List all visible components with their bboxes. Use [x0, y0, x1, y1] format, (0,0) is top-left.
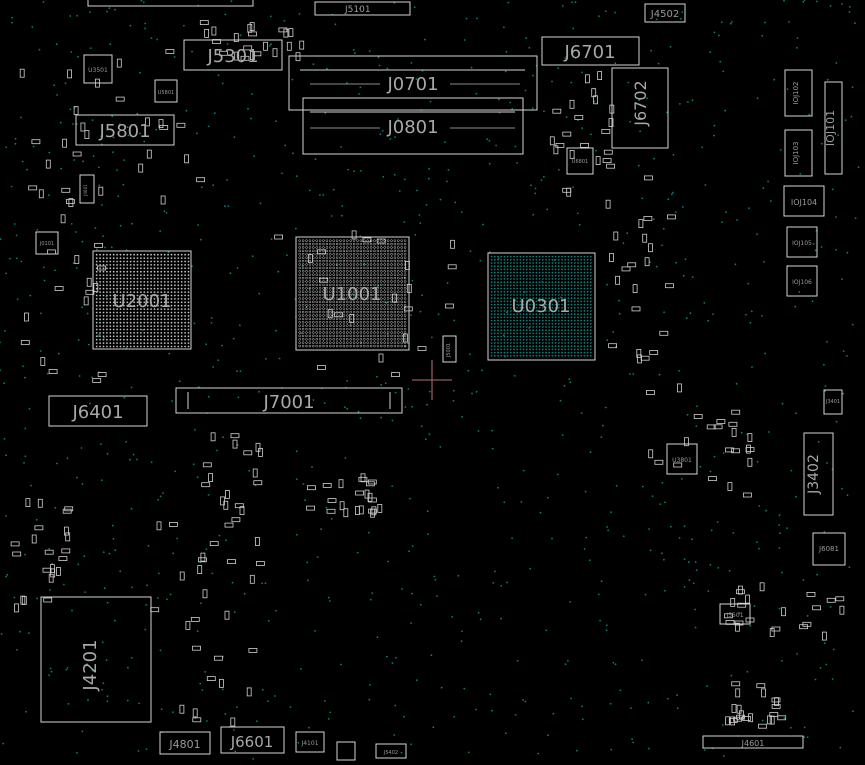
- u2001-label: U2001: [113, 291, 172, 312]
- j4801-label: J4801: [168, 738, 200, 751]
- connector-j4502: [644, 3, 686, 23]
- connector-ioj103: [784, 129, 813, 177]
- chip-u2001: [92, 250, 192, 350]
- connector-j6702: [611, 67, 669, 149]
- connector-ioj106: [786, 265, 818, 297]
- j5301-label: J5301: [206, 46, 258, 67]
- bga-grid-u1001: [298, 239, 407, 348]
- chip-u5801: [154, 79, 178, 103]
- j5402-label: J5402: [383, 750, 398, 756]
- ioj106-label: IOJ106: [792, 279, 812, 286]
- u5801-label: U5801: [158, 90, 174, 96]
- connector-j3401: [823, 389, 843, 415]
- j6081-label: J6081: [818, 545, 839, 553]
- j3501-label: J3501: [725, 612, 743, 619]
- connector-j4101: [295, 731, 325, 753]
- connector-j3501: [719, 603, 751, 625]
- u3501-label: U3501: [88, 67, 108, 74]
- connector-j5301: [183, 39, 283, 71]
- connector-j4201: [40, 596, 152, 723]
- chip-u0301: [487, 252, 596, 361]
- ioj102-label: IOJ102: [792, 82, 800, 105]
- connector-j5801: [75, 114, 175, 146]
- connector-j0801: [302, 97, 524, 155]
- connector-ioj101: [824, 81, 843, 175]
- j0801-label: J0801: [386, 117, 438, 138]
- j6601-label: J6601: [230, 733, 274, 751]
- connector-j4601: [702, 735, 804, 749]
- j4201-label: J4201: [80, 639, 101, 691]
- j4101-label: J4101: [300, 740, 318, 747]
- cursor-crosshair: [412, 360, 452, 400]
- u3801-label: U3801: [672, 457, 692, 464]
- j0101-label: J0101: [39, 241, 54, 247]
- top-edge-connector-left: [87, 0, 254, 7]
- j4601-label: J4601: [741, 739, 765, 748]
- pad-square-bottom: [336, 741, 356, 761]
- connector-j6081: [812, 532, 846, 566]
- connector-j6601: [220, 726, 285, 754]
- chip-u6801: [566, 147, 594, 175]
- top-edge-connector-center: [314, 1, 411, 16]
- j6702-label: J6702: [631, 80, 650, 126]
- connector-j3402: [803, 432, 834, 516]
- j3401-label: J3401: [825, 399, 840, 405]
- connector-j4801: [159, 731, 211, 755]
- ioj103-label: IOJ103: [792, 142, 800, 165]
- connector-j5001: [442, 335, 457, 363]
- j4502-label: J4502: [650, 9, 679, 20]
- connector-ioj104: [783, 185, 825, 217]
- ioj101-label: IOJ101: [824, 110, 837, 146]
- connector-j7001: [175, 387, 403, 414]
- j5001-label: J5001: [446, 343, 452, 358]
- j3402-label: J3402: [806, 454, 822, 495]
- chip-u3801: [666, 443, 698, 475]
- j0601-label: J0601: [83, 184, 88, 197]
- pad-field: [10, 20, 845, 729]
- j5101-label: J5101: [344, 5, 371, 15]
- chip-j0101: [35, 231, 59, 255]
- connector-ioj105: [786, 226, 818, 258]
- connector-j6401: [48, 395, 148, 427]
- bga-grid-u0301: [490, 255, 592, 357]
- j6701-label: J6701: [563, 42, 615, 63]
- u6801-label: U6801: [572, 159, 588, 165]
- j7001-label: J7001: [262, 392, 314, 413]
- u0301-label: U0301: [512, 296, 571, 317]
- chip-u3501: [83, 54, 113, 84]
- chip-j0601: [79, 174, 95, 204]
- connector-ioj102: [784, 69, 813, 117]
- connector-j5402: [375, 743, 407, 759]
- connector-j6701: [541, 36, 640, 66]
- bga-grid-u2001: [95, 253, 190, 348]
- j6401-label: J6401: [71, 402, 123, 423]
- j0701-label: J0701: [386, 74, 438, 95]
- u1001-label: U1001: [323, 284, 382, 305]
- ioj105-label: IOJ105: [792, 240, 812, 247]
- connector-j0701: [288, 55, 538, 111]
- ioj104-label: IOJ104: [791, 198, 817, 207]
- j5801-label: J5801: [98, 121, 150, 142]
- chip-u1001: [295, 236, 410, 351]
